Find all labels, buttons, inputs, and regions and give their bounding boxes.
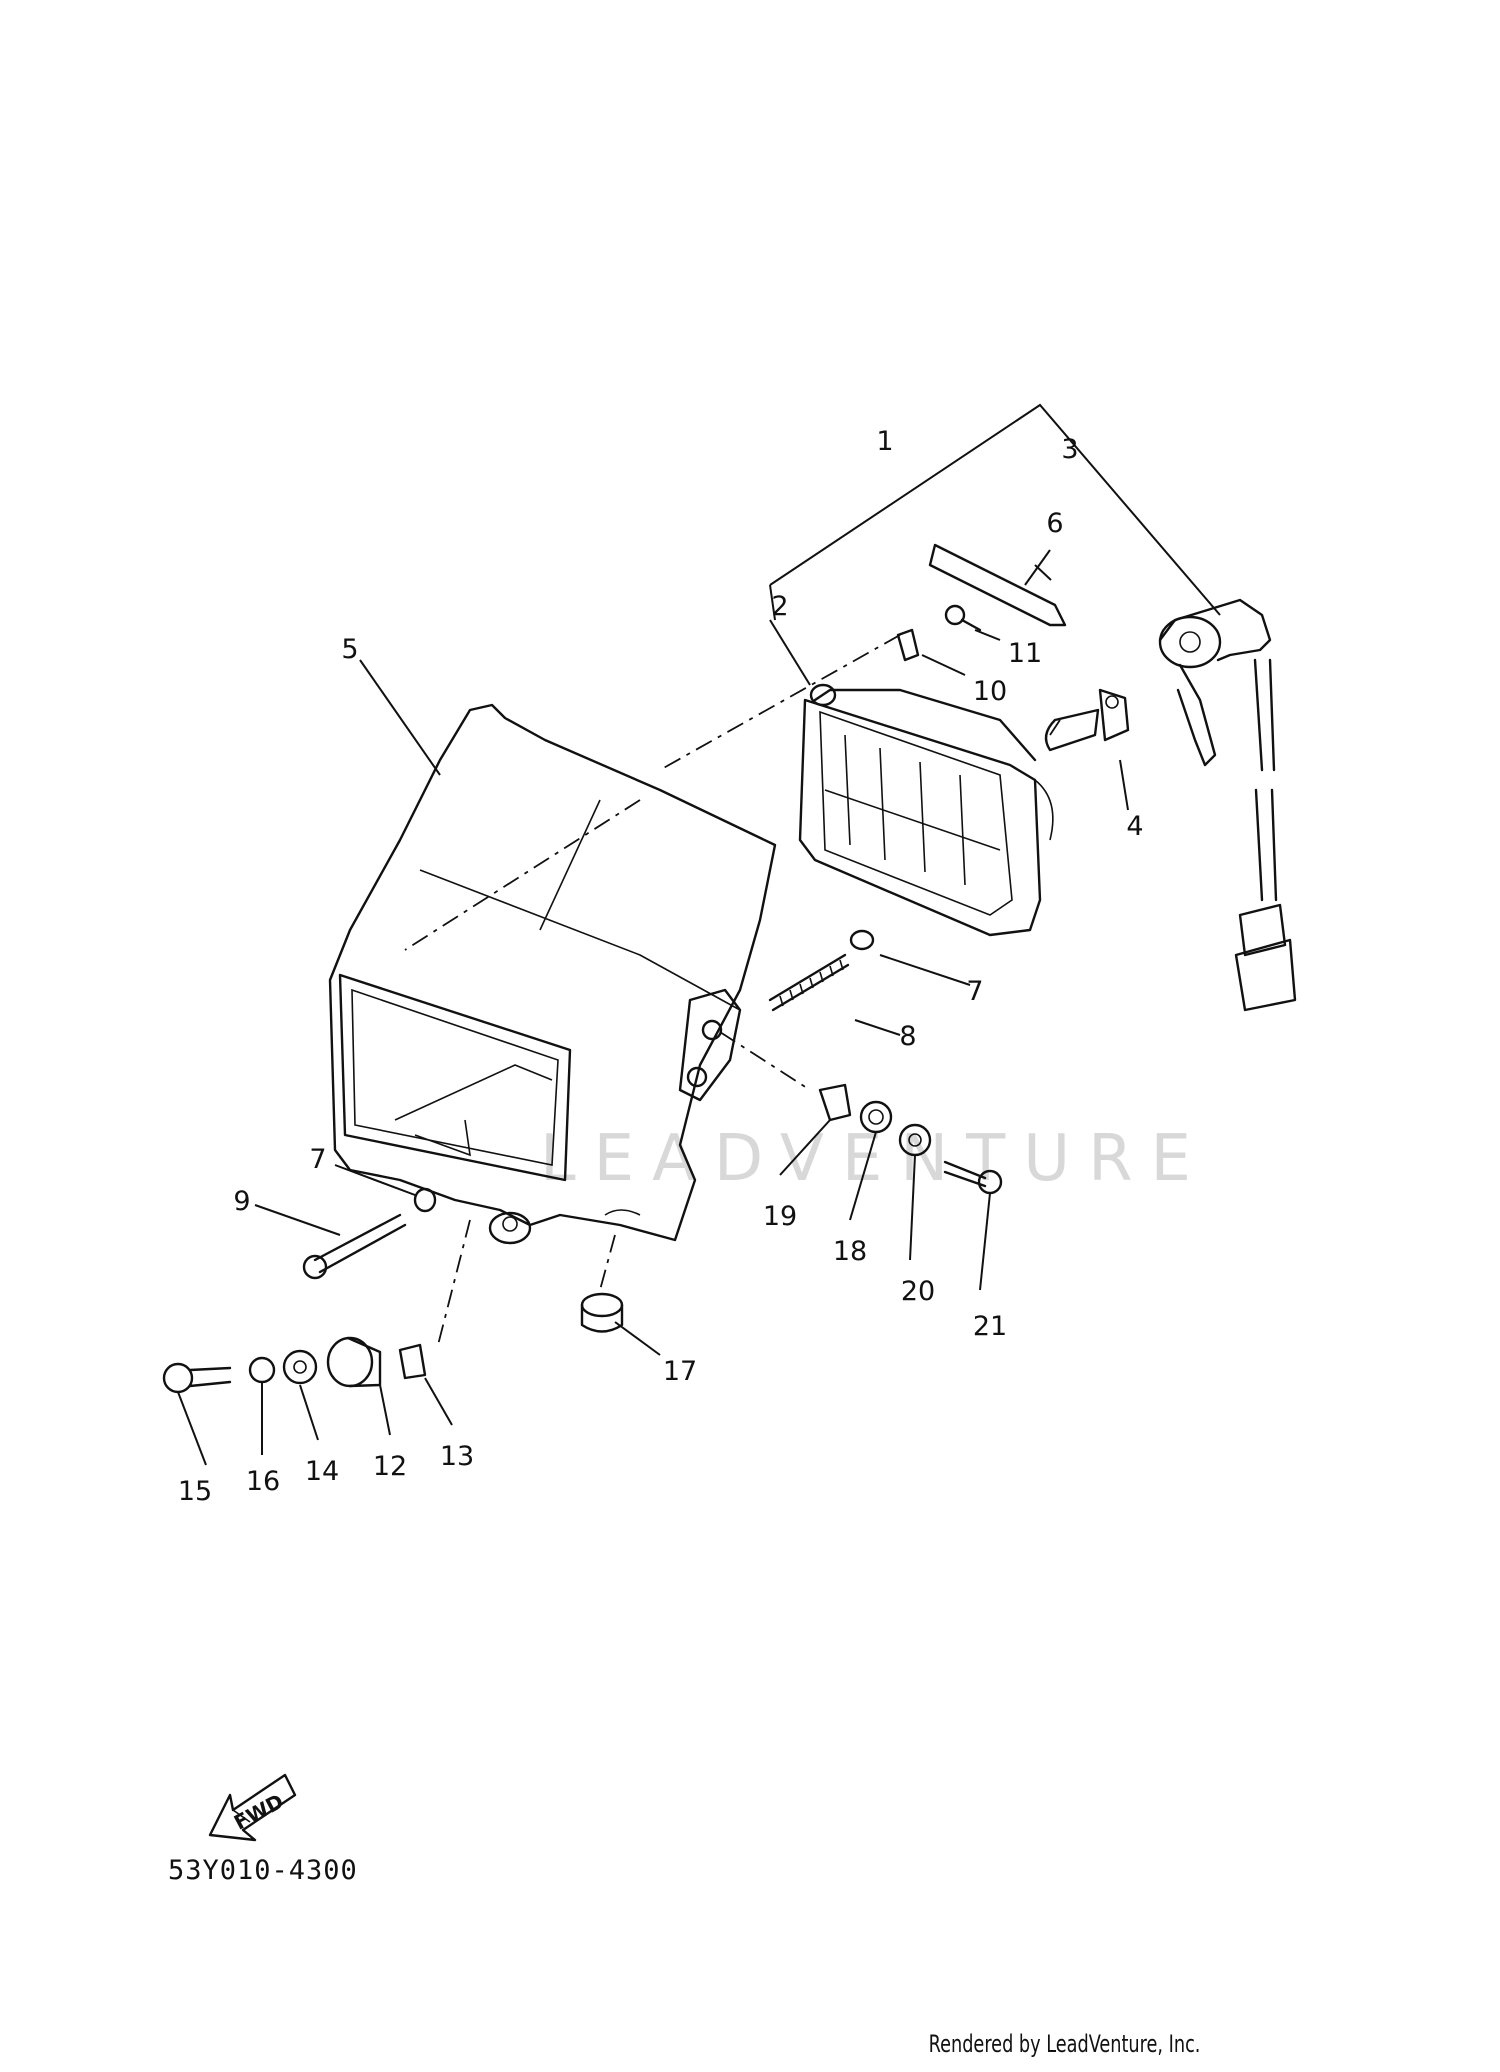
- bulb-socket: [1158, 598, 1297, 1012]
- callout-13: 13: [440, 1441, 474, 1472]
- callout-16: 16: [246, 1466, 280, 1497]
- callout-6: 6: [1046, 508, 1063, 539]
- long-bolt: [302, 1187, 437, 1280]
- callout-8: 8: [899, 1021, 916, 1052]
- callout-2: 2: [771, 591, 788, 622]
- callout-14: 14: [305, 1456, 339, 1487]
- callout-17: 17: [663, 1356, 697, 1387]
- headlight-cover: [328, 703, 777, 1245]
- callout-1: 1: [876, 426, 893, 457]
- lower-fasteners: [162, 1336, 427, 1394]
- callout-4: 4: [1126, 811, 1143, 842]
- callout-5: 5: [341, 634, 358, 665]
- callout-7-lower: 7: [309, 1144, 326, 1175]
- forward-direction-arrow: FWD: [208, 1773, 297, 1842]
- spring: [768, 929, 875, 1012]
- callout-12: 12: [373, 1451, 407, 1482]
- assembly-lines: [404, 634, 1061, 1346]
- callout-18: 18: [833, 1236, 867, 1267]
- callout-21: 21: [973, 1311, 1007, 1342]
- diagram-code: 53Y010-4300: [168, 1855, 358, 1886]
- callout-19: 19: [763, 1201, 797, 1232]
- fwd-label: FWD: [230, 1789, 287, 1835]
- grommet: [580, 1292, 624, 1333]
- leader-lines: [177, 403, 1221, 1466]
- adjuster-rod: [928, 543, 1067, 627]
- callout-labels: 1 2 3 4 5 6 7 7 8 9 10 11 12 13 14 15 16…: [178, 426, 1144, 1507]
- watermark-text: LEADVENTURE: [540, 1122, 1209, 1196]
- callout-7-upper: 7: [966, 976, 983, 1007]
- callout-9: 9: [233, 1186, 250, 1217]
- callout-10: 10: [973, 676, 1007, 707]
- callout-11: 11: [1008, 638, 1042, 669]
- clip-and-screw: [896, 604, 982, 662]
- headlight-unit: [798, 683, 1054, 937]
- render-credit: Rendered by LeadVenture, Inc.: [928, 2030, 1200, 2058]
- bulb: [1044, 688, 1130, 752]
- watermark: LEADVENTURE: [540, 1122, 1209, 1196]
- callout-20: 20: [901, 1276, 935, 1307]
- callout-3: 3: [1061, 434, 1078, 465]
- callout-15: 15: [178, 1476, 212, 1507]
